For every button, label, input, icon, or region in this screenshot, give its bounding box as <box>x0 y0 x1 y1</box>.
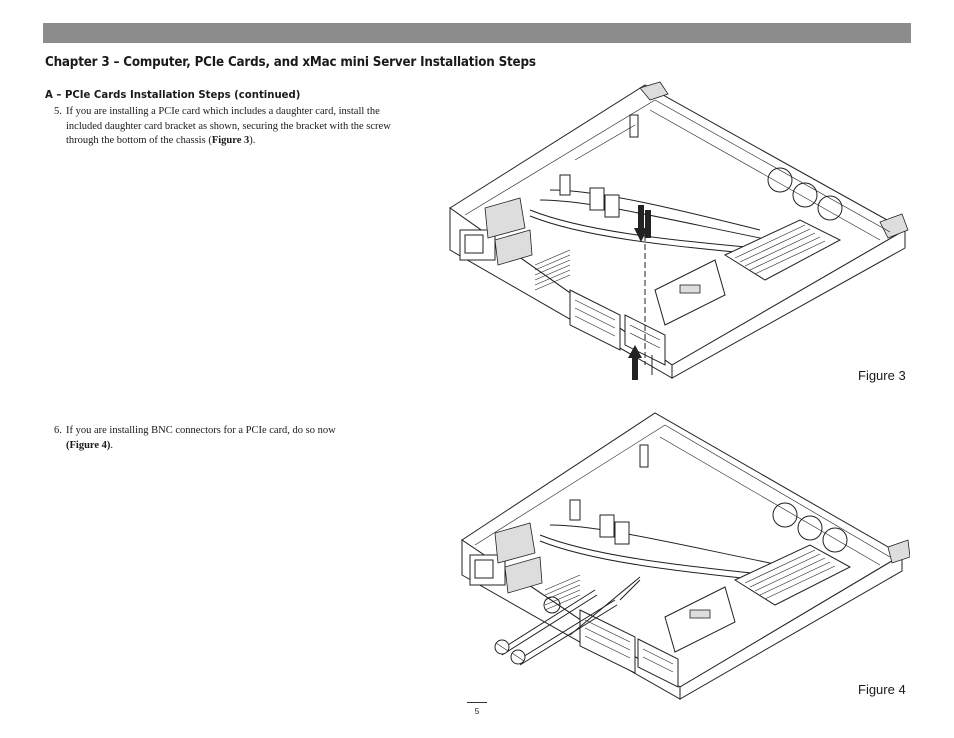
step-text: If you are installing a PCIe card which … <box>66 106 391 146</box>
page-number-rule <box>467 702 487 703</box>
figure-reference: (Figure 4) <box>66 439 111 451</box>
step-6: 6. If you are installing BNC connectors … <box>54 424 394 453</box>
step-5: 5. If you are installing a PCIe card whi… <box>54 105 394 149</box>
page-number: 5 <box>474 707 480 716</box>
figure-3-illustration <box>449 81 909 380</box>
step-number: 6. <box>54 425 62 436</box>
figure-4-caption: Figure 4 <box>858 682 906 697</box>
header-bar <box>43 23 911 43</box>
step-number: 5. <box>54 106 62 117</box>
figure-3-caption: Figure 3 <box>858 368 906 383</box>
chapter-title: Chapter 3 – Computer, PCIe Cards, and xM… <box>45 55 536 70</box>
step-text: If you are installing BNC connectors for… <box>66 425 336 451</box>
figure-reference: Figure 3 <box>211 135 250 146</box>
figure-4-illustration <box>461 412 910 700</box>
section-heading: A – PCIe Cards Installation Steps (conti… <box>45 88 301 101</box>
